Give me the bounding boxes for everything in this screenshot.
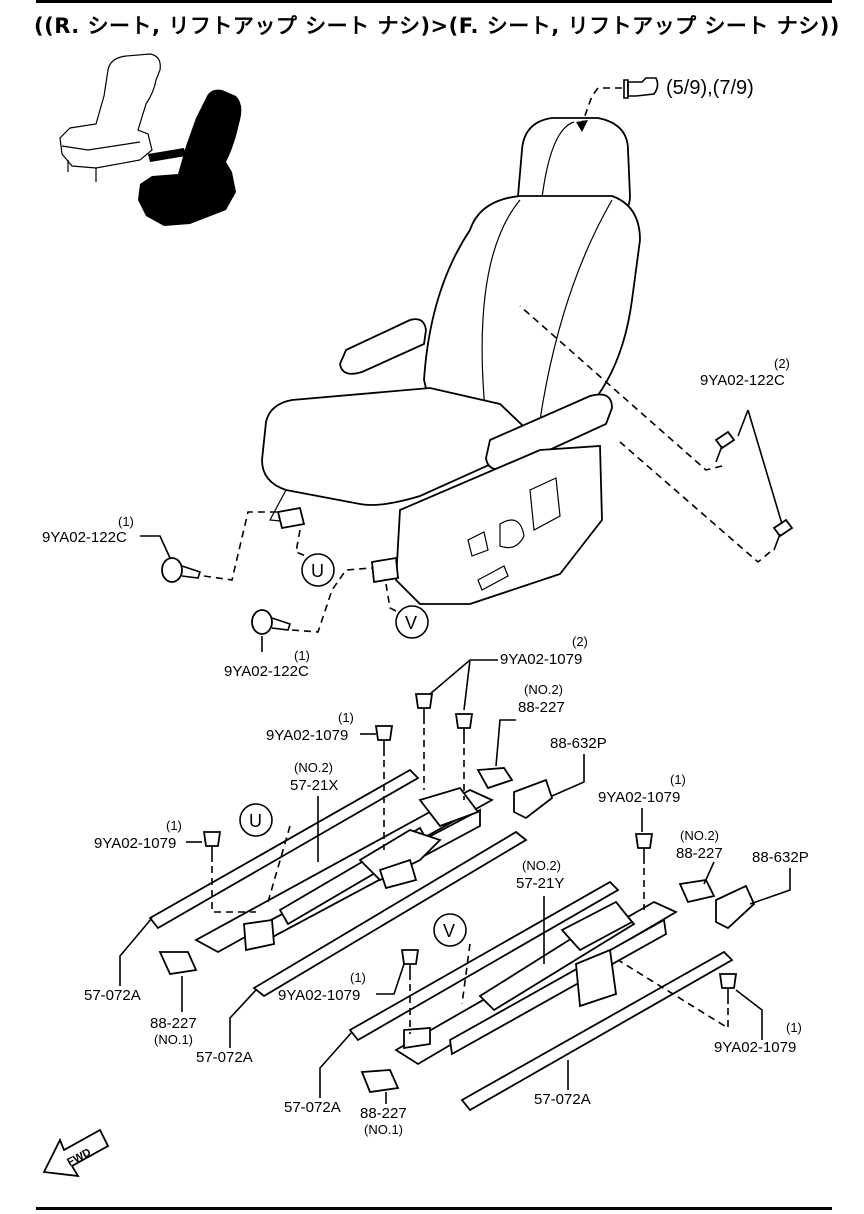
part-57-072a-c: 57-072A <box>284 1099 341 1116</box>
leader-88-632p-lower <box>749 868 791 905</box>
qty-1079-center: (1) <box>350 970 366 985</box>
bolt-1079-e <box>634 833 654 864</box>
part-122c-left: 9YA02-122C <box>42 529 127 546</box>
part-88-632p-lower: 88-632P <box>752 849 809 866</box>
view-marker-u-upper <box>301 553 335 587</box>
view-u-label-upper: U <box>311 561 324 581</box>
part-1079-center: 9YA02-1079 <box>278 987 360 1004</box>
bolt-1079-d <box>202 831 222 862</box>
view-marker-v-upper <box>395 605 429 639</box>
part-57-072a-a: 57-072A <box>84 987 141 1004</box>
view-marker-v-lower <box>433 913 467 947</box>
dash-v-top <box>385 583 399 613</box>
part-57-072a-b: 57-072A <box>196 1049 253 1066</box>
hand-pointer-icon <box>623 77 659 99</box>
bolt-122c-left <box>161 557 202 583</box>
note-88-227-no1-lower: (NO.1) <box>364 1122 403 1137</box>
bolt-1079-c <box>374 725 394 756</box>
view-dash-lines <box>267 825 471 1005</box>
reference-leader <box>581 87 622 125</box>
bolt-1079-g <box>718 973 738 1004</box>
leader-122c-left <box>140 535 171 559</box>
qty-1079-lower-right: (1) <box>786 1020 802 1035</box>
leader-57-072a-a <box>119 917 153 986</box>
top-rule <box>36 0 832 3</box>
dash-bolt-to-seat-2 <box>619 441 771 564</box>
part-57-21x: 57-21X <box>290 777 338 794</box>
part-88-632p-upper: 88-632P <box>550 735 607 752</box>
note-88-227-upper: (NO.2) <box>524 682 563 697</box>
leader-57-072a-c <box>319 1031 353 1098</box>
install-dash-lines <box>211 728 729 1034</box>
leader-1079-lower-right <box>735 989 763 1040</box>
part-1079-top: 9YA02-1079 <box>500 651 582 668</box>
leader-1079-top <box>429 659 498 711</box>
main-seat-illustration <box>261 117 641 605</box>
view-v-label-upper: V <box>405 613 417 633</box>
part-88-227-no1-lower: 88-227 <box>360 1105 407 1122</box>
view-marker-u-lower <box>239 803 273 837</box>
note-88-227-no1-left: (NO.1) <box>154 1032 193 1047</box>
qty-122c-left: (1) <box>118 514 134 529</box>
bolt-1079-f <box>400 949 420 980</box>
reference-arrowhead <box>576 120 588 132</box>
qty-122c-lower: (1) <box>294 648 310 663</box>
part-122c-upper: 9YA02-122C <box>700 372 785 389</box>
note-88-227-lower: (NO.2) <box>680 828 719 843</box>
qty-122c-upper: (2) <box>774 356 790 371</box>
fwd-arrow-icon <box>42 1128 110 1178</box>
lower-rail-assembly <box>348 879 756 1112</box>
part-1079-left: 9YA02-1079 <box>266 727 348 744</box>
bolt-1079-a <box>414 693 434 724</box>
bolt-122c-lower <box>251 609 292 635</box>
part-1079-far-left: 9YA02-1079 <box>94 835 176 852</box>
part-57-21y: 57-21Y <box>516 875 564 892</box>
part-88-227-lower: 88-227 <box>676 845 723 862</box>
leader-88-227-upper <box>495 719 516 767</box>
leader-122c-upper <box>737 409 783 525</box>
thumbnail-rear-seat <box>59 53 161 182</box>
dash-left-bolt <box>203 511 278 581</box>
bolt-122c-upper-right <box>714 430 736 463</box>
leader-88-632p-upper <box>551 754 585 797</box>
part-57-072a-d: 57-072A <box>534 1091 591 1108</box>
view-v-label-lower: V <box>443 921 455 941</box>
view-u-label-lower: U <box>249 811 262 831</box>
dash-bolt-to-seat-1 <box>519 305 723 471</box>
part-88-227-upper: 88-227 <box>518 699 565 716</box>
note-57-21x: (NO.2) <box>294 760 333 775</box>
dash-lower-bolt <box>291 567 373 633</box>
part-1079-right: 9YA02-1079 <box>598 789 680 806</box>
note-57-21y: (NO.2) <box>522 858 561 873</box>
reference-text: (5/9),(7/9) <box>666 77 754 99</box>
bolt-1079-b <box>454 713 474 744</box>
leader-1079-center <box>376 963 405 995</box>
qty-1079-left: (1) <box>338 710 354 725</box>
bottom-rule <box>36 1207 832 1210</box>
dash-u-top <box>295 529 307 557</box>
leader-88-227-lower <box>703 861 715 885</box>
thumbnail-front-seat-highlighted <box>138 89 242 227</box>
part-122c-lower: 9YA02-122C <box>224 663 309 680</box>
part-88-227-no1-left: 88-227 <box>150 1015 197 1032</box>
leader-57-072a-b <box>229 989 257 1048</box>
part-1079-lower-right: 9YA02-1079 <box>714 1039 796 1056</box>
qty-1079-right: (1) <box>670 772 686 787</box>
bolt-122c-upper-right-2 <box>772 518 794 551</box>
qty-1079-top: (2) <box>572 634 588 649</box>
upper-rail-assembly <box>148 767 554 998</box>
qty-1079-far-left: (1) <box>166 818 182 833</box>
page-title: ((R. シート, リフトアップ シート ナシ)>(F. シート, リフトアップ… <box>34 14 840 38</box>
